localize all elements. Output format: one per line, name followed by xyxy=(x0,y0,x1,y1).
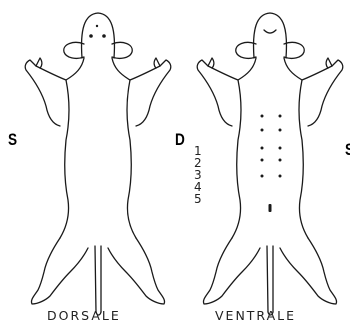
nipple-3-right xyxy=(279,147,282,150)
caption-ventral: VENTRALE xyxy=(215,310,296,323)
nipple-1-left xyxy=(261,115,264,118)
number-5: 5 xyxy=(194,193,202,205)
side-label-d: D xyxy=(175,131,185,148)
dorsal-figure xyxy=(25,13,171,315)
side-label-s-left: S xyxy=(8,131,17,148)
side-label-s-right: S xyxy=(345,141,350,158)
genital-mark xyxy=(269,204,272,212)
nipple-2-right xyxy=(279,129,282,132)
ventral-figure xyxy=(197,13,343,315)
ventral-nipples xyxy=(261,115,282,178)
nipple-5-right xyxy=(279,175,282,178)
nipple-4-left xyxy=(261,159,264,162)
nipple-5-left xyxy=(261,175,264,178)
nipple-2-left xyxy=(261,129,264,132)
dorsal-nose xyxy=(96,25,98,27)
caption-dorsal: DORSALE xyxy=(47,310,121,323)
nipple-4-right xyxy=(279,159,282,162)
dorsal-eye-right xyxy=(102,34,106,38)
nipple-1-right xyxy=(279,115,282,118)
nipple-3-left xyxy=(261,147,264,150)
dorsal-eye-left xyxy=(89,34,93,38)
